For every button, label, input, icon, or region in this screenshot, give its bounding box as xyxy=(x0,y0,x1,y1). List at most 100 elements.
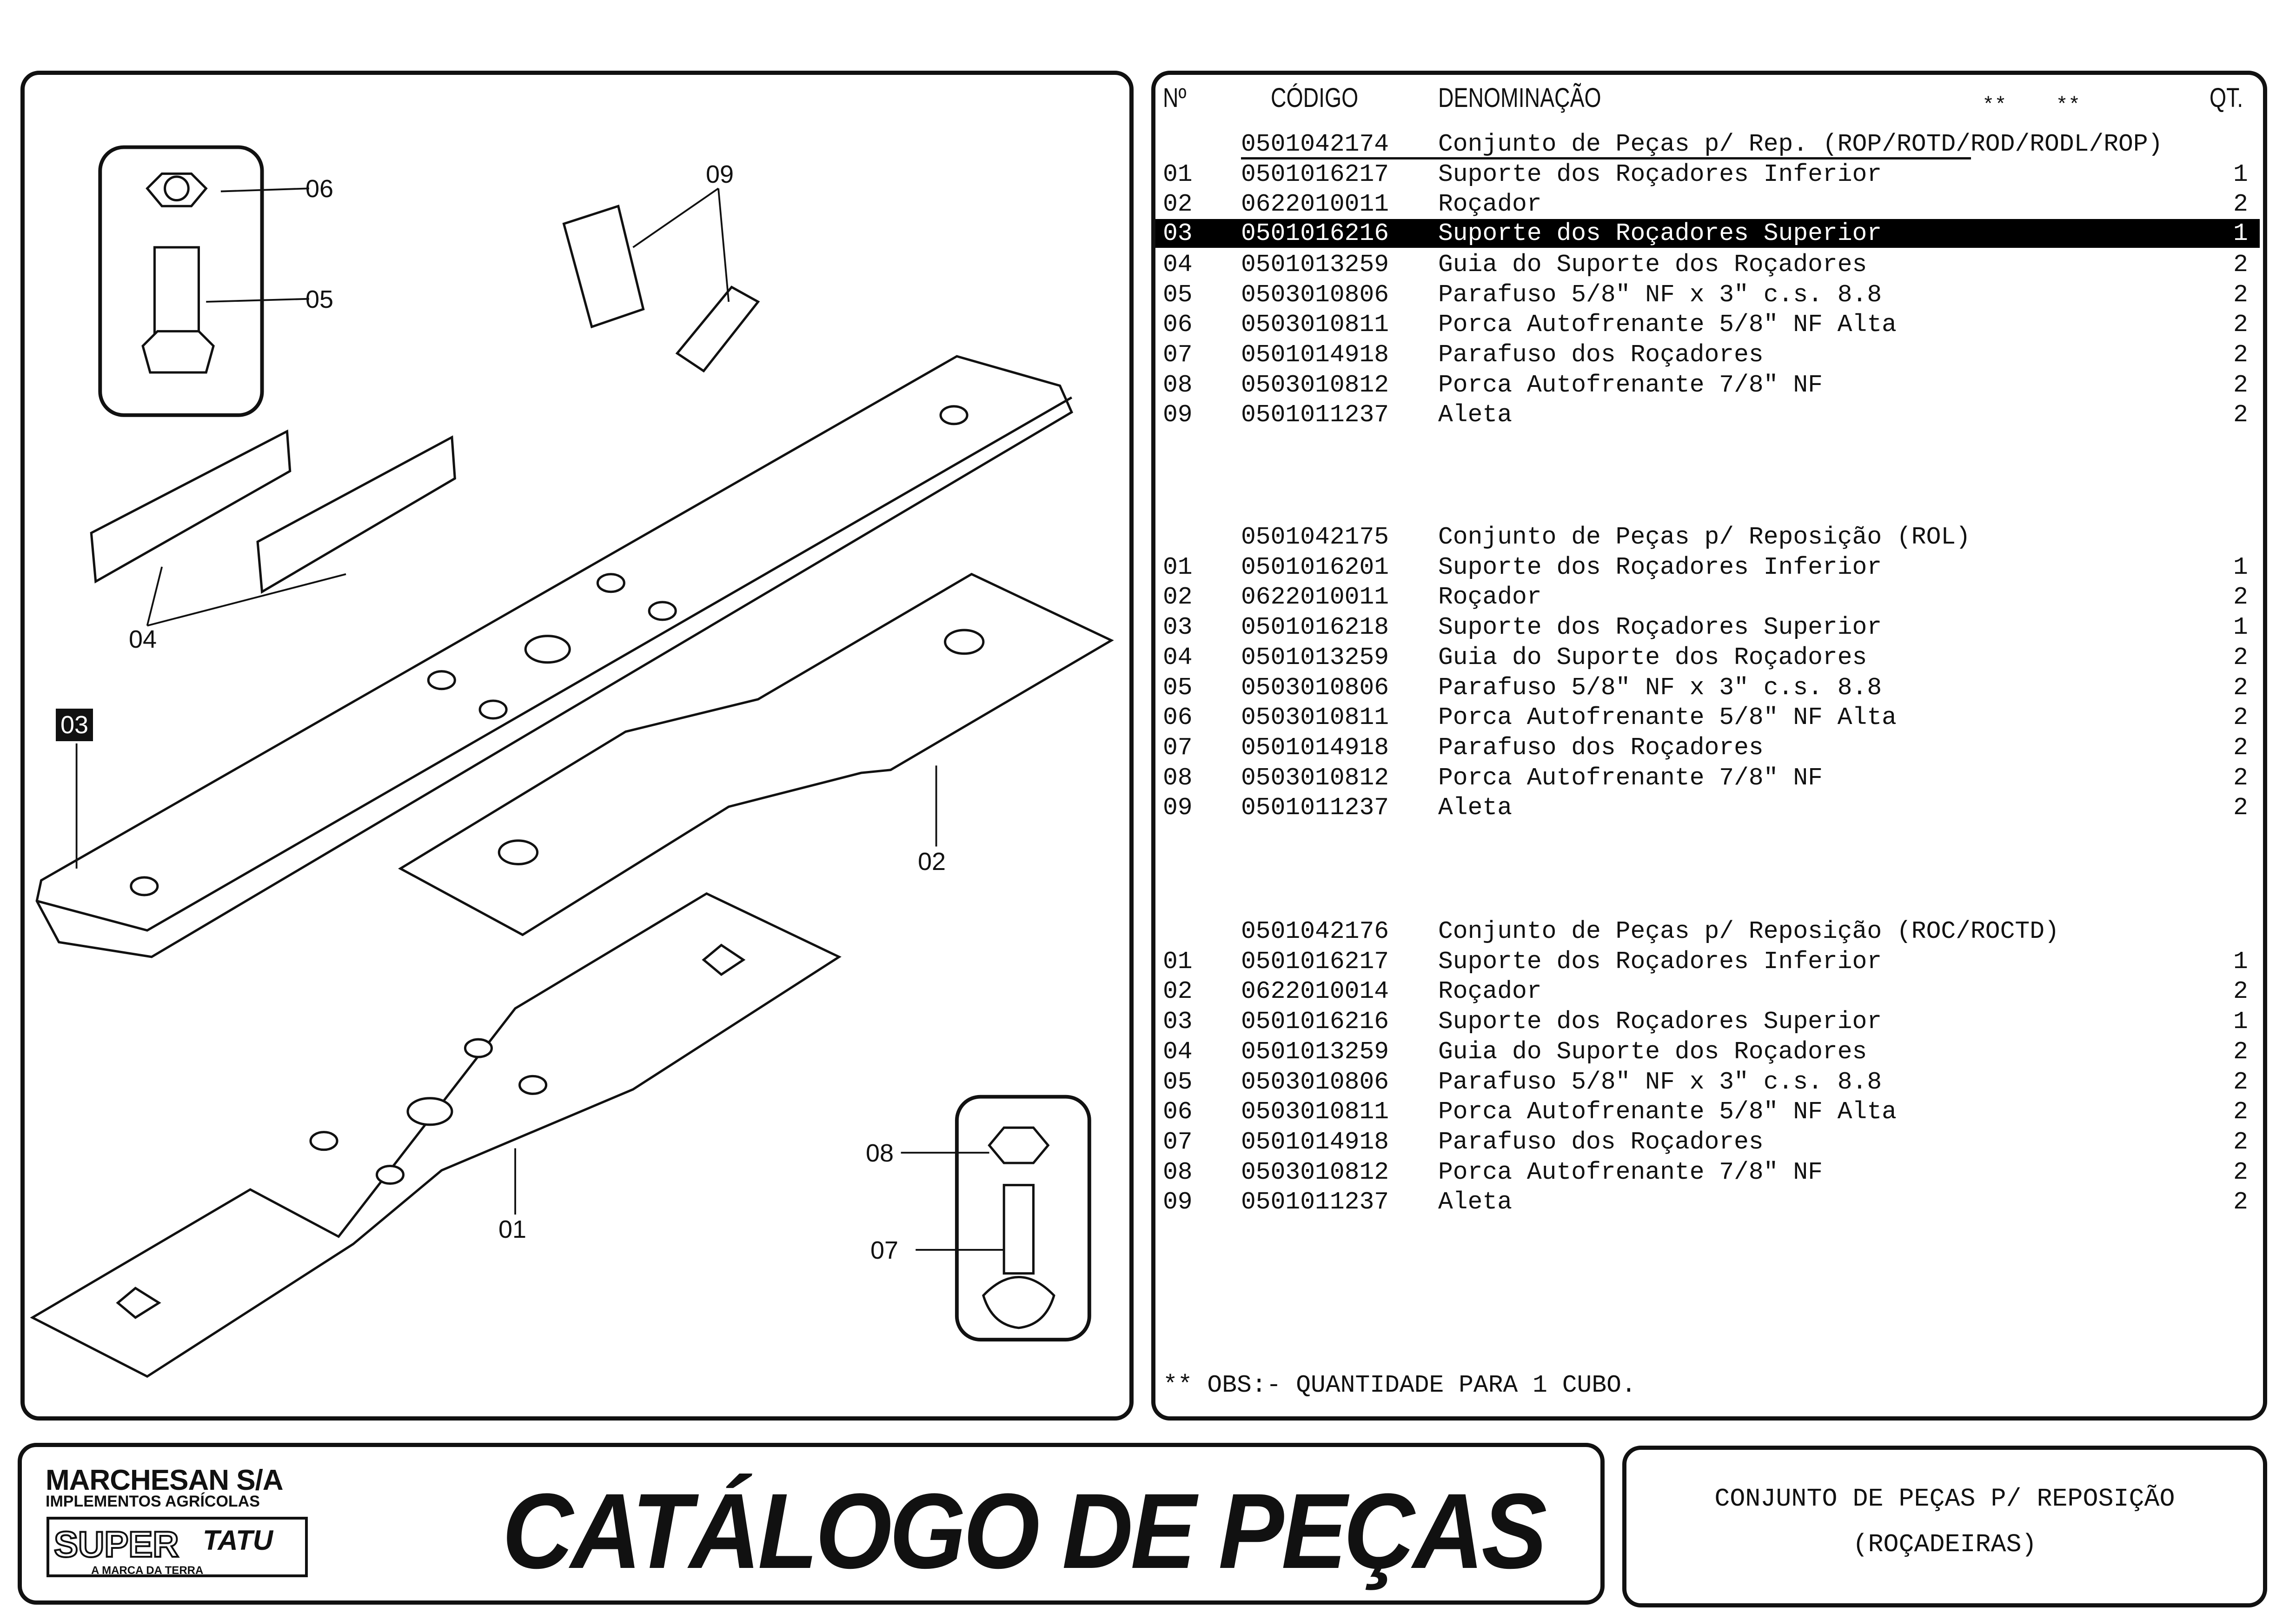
row-desc: Parafuso dos Roçadores xyxy=(1438,1128,1764,1156)
row-no: 08 xyxy=(1163,764,1193,792)
bar-holes xyxy=(130,405,969,896)
callout-06: 06 xyxy=(305,175,334,203)
row-desc: Roçador xyxy=(1438,583,1542,611)
row-desc: Suporte dos Roçadores Inferior xyxy=(1438,160,1882,188)
parts-table-panel xyxy=(1151,71,2267,1421)
row-qty: 2 xyxy=(2233,1068,2248,1096)
callout-03: 03 xyxy=(56,709,93,741)
row-qty: 2 xyxy=(2233,643,2248,671)
row-desc: Suporte dos Roçadores Inferior xyxy=(1438,947,1882,976)
row-qty: 2 xyxy=(2233,280,2248,309)
row-no: 04 xyxy=(1163,1037,1193,1066)
callout-04: 04 xyxy=(129,625,157,653)
guia-04a xyxy=(90,429,292,584)
row-no: 04 xyxy=(1163,250,1193,279)
table-row[interactable]: 04 0501013259 Guia do Suporte dos Roçadore… xyxy=(1155,250,2260,279)
bar-edge xyxy=(36,396,1073,932)
row-code: 0503010806 xyxy=(1241,673,1389,702)
row-code: 0501013259 xyxy=(1241,1037,1389,1066)
row-code: 0501011237 xyxy=(1241,794,1389,822)
rocador-02 xyxy=(398,572,1114,936)
row-desc: Roçador xyxy=(1438,977,1542,1006)
row-no: 08 xyxy=(1163,371,1193,399)
row-no: 06 xyxy=(1163,311,1193,339)
bolt-07-head xyxy=(982,1276,1055,1329)
row-qty: 2 xyxy=(2233,1188,2248,1216)
row-code: 0501016217 xyxy=(1241,947,1389,976)
row-code: 0503010811 xyxy=(1241,311,1389,339)
kit-underline xyxy=(1241,157,1971,159)
row-qty: 2 xyxy=(2233,1158,2248,1186)
row-qty: 2 xyxy=(2233,1128,2248,1156)
square-hole xyxy=(702,943,746,976)
kit-code: 0501042174 xyxy=(1241,130,1389,158)
rocador-hole xyxy=(944,629,985,655)
logo-tatu: TATU xyxy=(203,1525,273,1556)
row-qty: 2 xyxy=(2233,371,2248,399)
guia-04b xyxy=(256,435,456,594)
row-no: 02 xyxy=(1163,190,1193,219)
row-no: 03 xyxy=(1163,1008,1193,1036)
row-qty: 2 xyxy=(2233,1098,2248,1126)
super-tatu-logo: SUPER TATU A MARCA DA TERRA xyxy=(46,1517,308,1577)
aleta-09a xyxy=(562,204,645,329)
kit-code: 0501042176 xyxy=(1241,917,1389,945)
row-no: 05 xyxy=(1163,673,1193,702)
row-code: 0622010014 xyxy=(1241,977,1389,1006)
row-qty: 1 xyxy=(2233,947,2248,976)
row-code: 0501011237 xyxy=(1241,401,1389,429)
row-qty: 2 xyxy=(2233,311,2248,339)
bolt-07-icon xyxy=(1002,1184,1035,1275)
row-code: 0501014918 xyxy=(1241,340,1389,369)
logo-slogan: A MARCA DA TERRA xyxy=(91,1564,204,1577)
callout-09: 09 xyxy=(706,160,734,188)
row-no: 09 xyxy=(1163,401,1193,429)
square-hole xyxy=(116,1287,161,1319)
row-desc: Suporte dos Roçadores Inferior xyxy=(1438,553,1882,581)
row-code: 0503010812 xyxy=(1241,764,1389,792)
row-desc: Guia do Suporte dos Roçadores xyxy=(1438,250,1867,279)
row-qty: 2 xyxy=(2233,704,2248,732)
bolt-head xyxy=(141,330,215,374)
row-desc: Aleta xyxy=(1438,401,1513,429)
row-qty: 1 xyxy=(2233,160,2248,188)
row-code: 0503010806 xyxy=(1241,280,1389,309)
header-stars: ** ** xyxy=(1982,94,2081,117)
row-desc: Porca Autofrenante 5/8" NF Alta xyxy=(1438,1098,1897,1126)
row-no: 07 xyxy=(1163,1128,1193,1156)
row-no: 01 xyxy=(1163,553,1193,581)
aleta-09b xyxy=(675,285,760,373)
nut-08-icon xyxy=(988,1126,1050,1164)
row-code: 0501013259 xyxy=(1241,250,1389,279)
row-no: 03 xyxy=(1163,219,1193,248)
row-desc: Parafuso dos Roçadores xyxy=(1438,733,1764,762)
